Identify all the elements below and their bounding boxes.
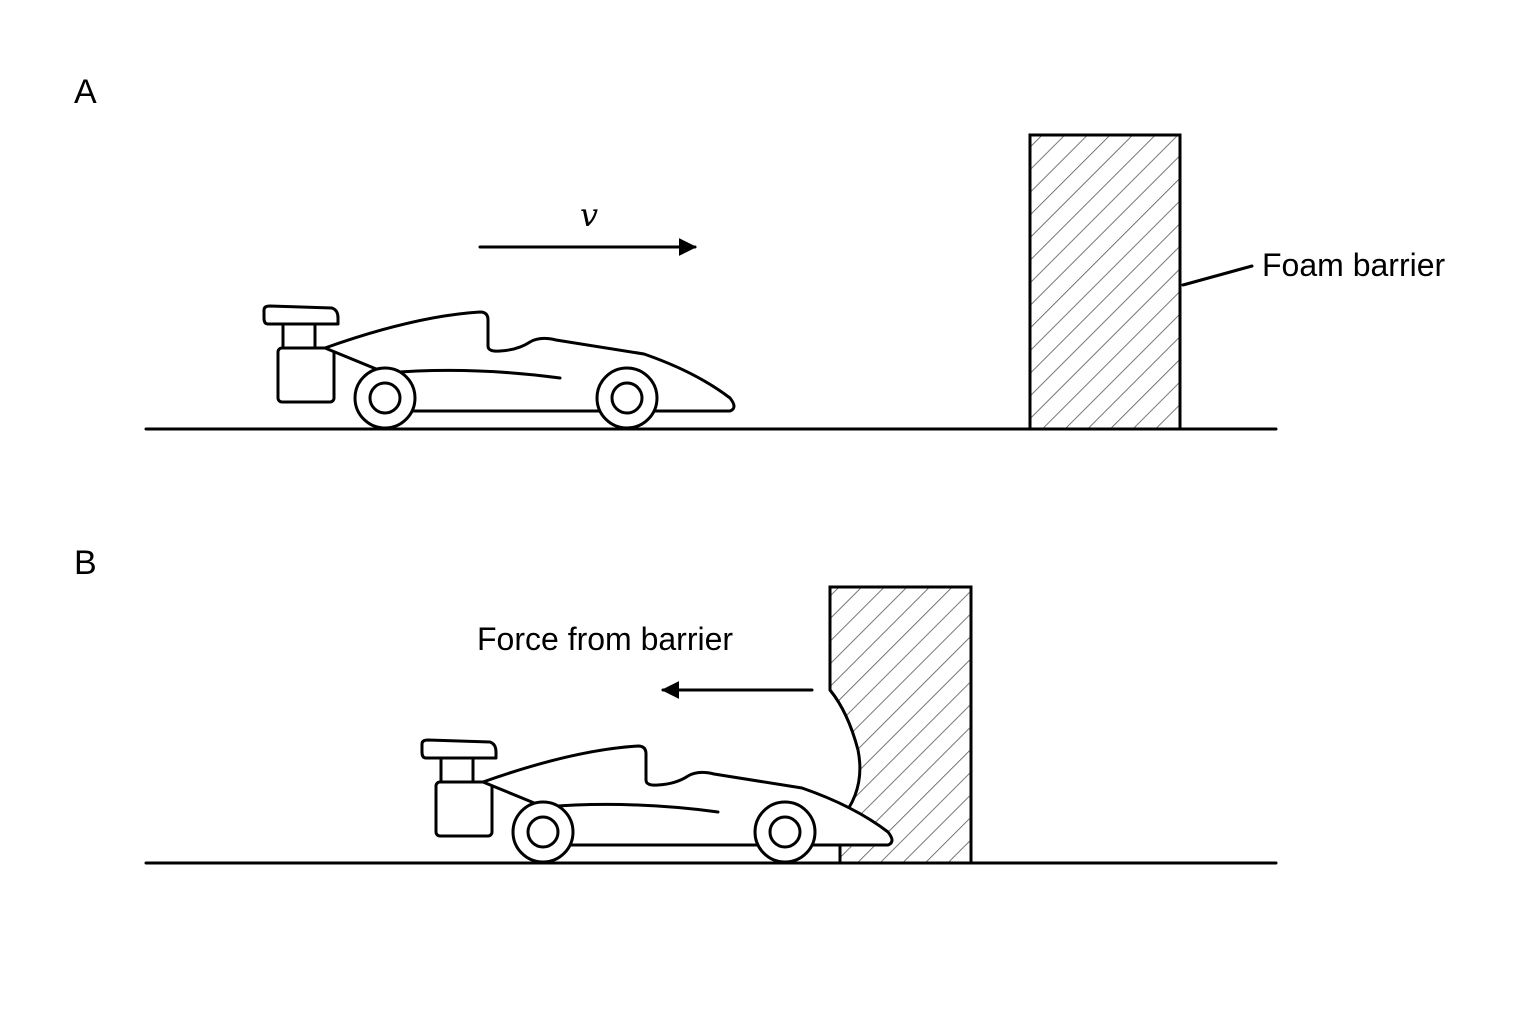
panel-a: A v Foam barrier xyxy=(74,73,1446,431)
panel-b: B Force from barrier xyxy=(74,544,1278,865)
race-car-b xyxy=(420,738,894,864)
foam-barrier-a xyxy=(1028,133,1182,431)
panel-a-label: A xyxy=(74,73,97,111)
velocity-symbol: v xyxy=(580,196,598,234)
race-car-a xyxy=(262,304,736,430)
foam-barrier-label: Foam barrier xyxy=(1262,247,1446,283)
barrier-leader-line xyxy=(1181,264,1254,287)
force-label: Force from barrier xyxy=(477,621,733,657)
panel-b-label: B xyxy=(74,544,97,582)
